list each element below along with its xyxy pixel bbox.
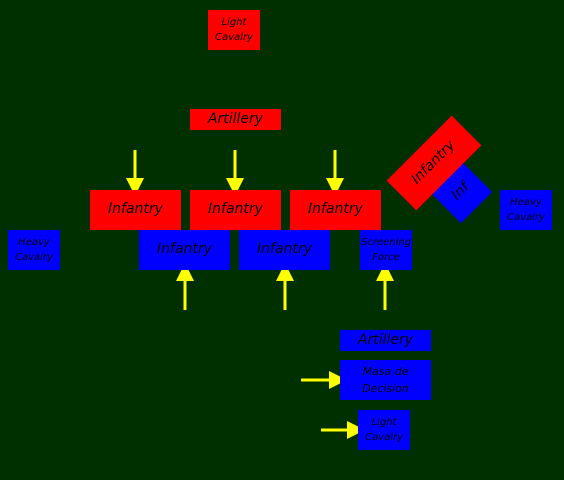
blue-artillery: Artillery (340, 330, 431, 351)
blue-light-cavalry: Light Cavalry (358, 410, 410, 450)
red-infantry-2: Infantry (190, 190, 281, 230)
red-infantry-3: Infantry (290, 190, 381, 230)
blue-screening-force: Screening Force (360, 230, 412, 270)
red-light-cavalry: Light Cavalry (208, 10, 260, 50)
red-artillery: Artillery (190, 109, 281, 130)
blue-heavy-cavalry-right: Heavy Cavalry (500, 190, 552, 230)
red-infantry-1: Infantry (90, 190, 181, 230)
blue-infantry-1: Infantry (139, 230, 230, 270)
blue-infantry-2: Infantry (239, 230, 330, 270)
blue-masa-de-decision: Masa de Decision (340, 360, 431, 400)
blue-heavy-cavalry-left: Heavy Cavalry (8, 230, 60, 270)
